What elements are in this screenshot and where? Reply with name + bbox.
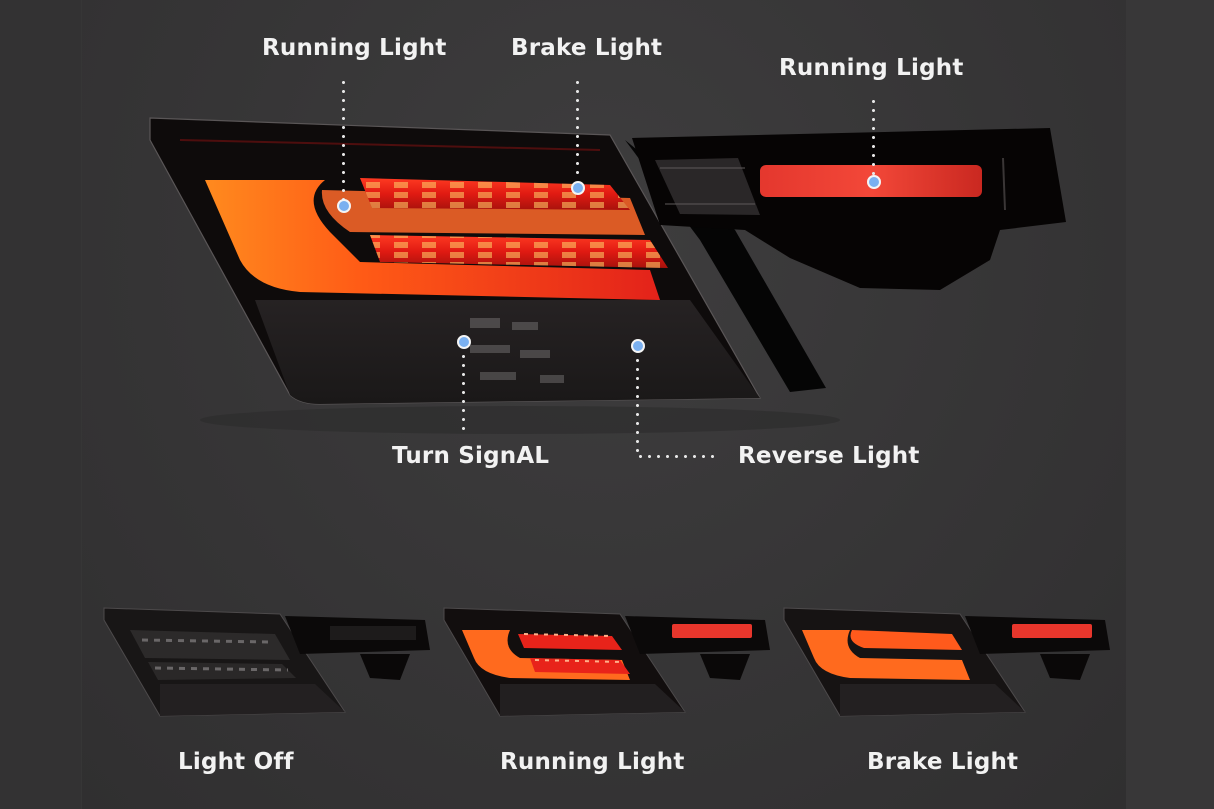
variant-label-light-off: Light Off (178, 749, 294, 775)
variant-label-brake-light: Brake Light (867, 749, 1019, 775)
callout-label-turn-signal: Turn SignAL (392, 443, 550, 469)
pin-turn-signal (457, 335, 471, 349)
pin-running-light-right (867, 175, 881, 189)
callout-label-brake-light: Brake Light (511, 35, 663, 61)
callout-label-reverse-light: Reverse Light (738, 443, 920, 469)
hero-taillight (149, 117, 1066, 405)
pin-reverse-light (631, 339, 645, 353)
pin-running-light-left (337, 199, 351, 213)
callout-leader-reverse-light-horizontal (636, 455, 720, 458)
callout-label-running-light-left: Running Light (262, 35, 447, 61)
callout-leader-reverse-light-vertical (636, 356, 639, 456)
variant-label-running-light: Running Light (500, 749, 685, 775)
callout-leader-running-light-right (872, 97, 875, 175)
variant-thumb-running-light (443, 607, 770, 717)
callout-leader-brake-light (576, 78, 579, 180)
callout-label-running-light-right: Running Light (779, 55, 964, 81)
variant-thumb-brake-light (783, 607, 1110, 717)
callout-leader-turn-signal (462, 352, 465, 432)
pin-brake-light (571, 181, 585, 195)
callout-leader-running-light-left (342, 78, 345, 200)
variant-thumb-light-off (103, 607, 430, 717)
